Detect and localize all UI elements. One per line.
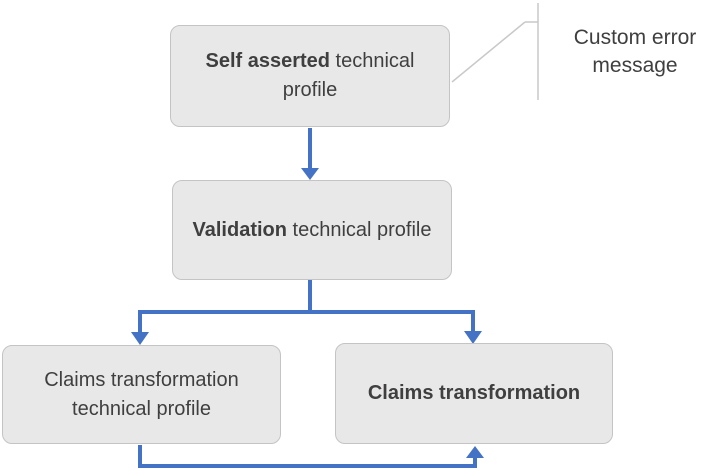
node-label-bold: Validation bbox=[192, 218, 287, 241]
arrow-validation-branch-rail bbox=[138, 310, 475, 333]
arrow-bottom-loop-head-icon bbox=[466, 446, 484, 458]
node-claims-transformation: Claims transformation bbox=[335, 343, 613, 444]
node-label-bold: Claims transformation bbox=[367, 382, 581, 404]
callout-custom-error-message: Custom error message bbox=[573, 26, 697, 78]
node-label-bold: Self asserted bbox=[205, 50, 330, 72]
node-claims-tp-label: Claims transformation technical profile bbox=[17, 366, 266, 424]
node-label-rest: technical profile bbox=[286, 218, 432, 241]
node-label-rest: Claims transformation technical profile bbox=[44, 368, 239, 420]
arrow-self-to-validation-head-icon bbox=[301, 168, 319, 180]
arrow-bottom-loop bbox=[138, 445, 477, 468]
node-self-asserted-technical-profile: Self asserted technical profile bbox=[170, 25, 450, 127]
node-self-asserted-label: Self asserted technical profile bbox=[185, 47, 435, 105]
node-label-rest: technical profile bbox=[282, 50, 415, 101]
arrow-branch-left-head-icon bbox=[131, 332, 149, 345]
callout-diagonal-line bbox=[451, 21, 526, 83]
node-claims-transform-label: Claims transformation bbox=[368, 379, 580, 408]
node-validation-technical-profile: Validation technical profile bbox=[172, 180, 452, 280]
node-validation-label: Validation technical profile bbox=[193, 216, 432, 245]
node-claims-transformation-technical-profile: Claims transformation technical profile bbox=[2, 345, 281, 444]
